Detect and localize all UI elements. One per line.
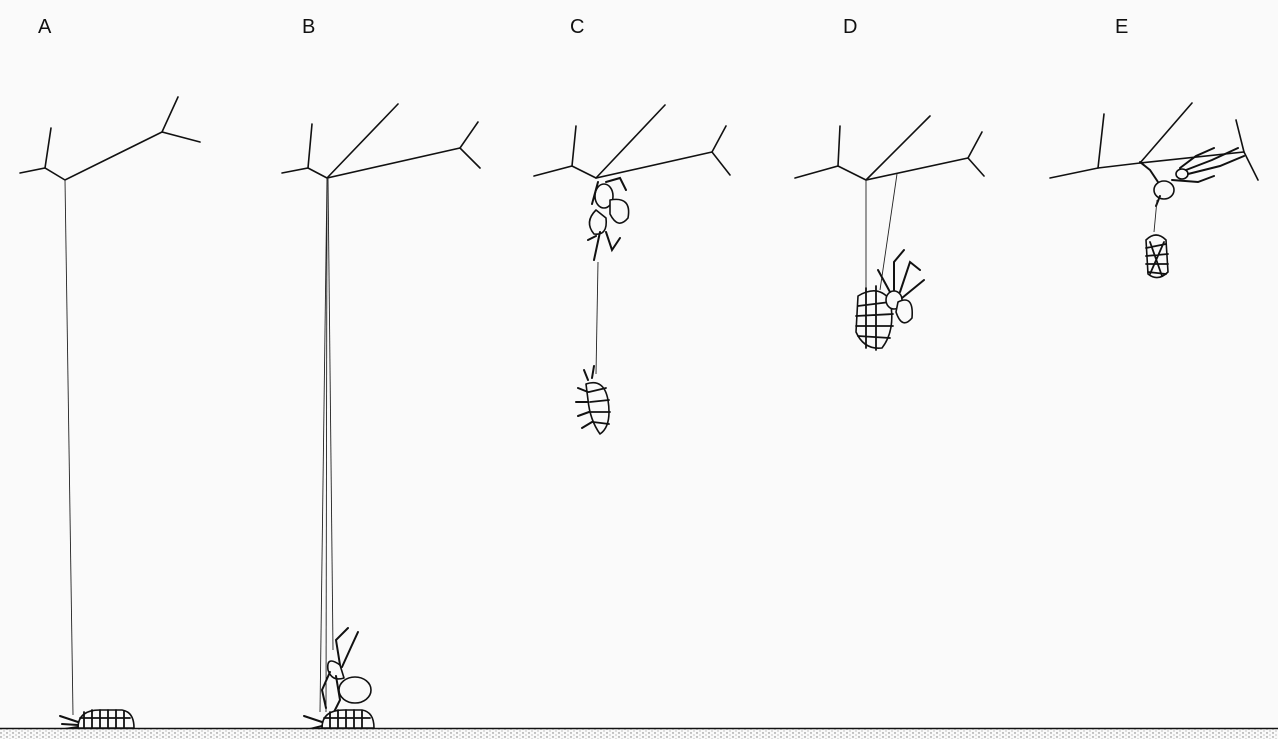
prey-woodlouse-c (576, 366, 610, 434)
web-branch-e (1050, 103, 1258, 180)
panel-label-d: D (843, 16, 857, 38)
silk-thread-a (65, 180, 73, 715)
panel-label-a: A (38, 16, 52, 38)
panel-e (1050, 103, 1258, 278)
prey-wrapped-e (1146, 235, 1168, 278)
ground (0, 728, 1278, 739)
panel-label-e: E (1115, 16, 1128, 38)
web-branch-d (795, 116, 984, 180)
panel-label-b: B (302, 16, 315, 38)
spider-c (588, 178, 629, 260)
spider-b (322, 628, 371, 712)
web-branch-b (282, 104, 480, 178)
panel-a (20, 97, 200, 730)
panel-label-c: C (570, 16, 584, 38)
silk-thread-c (596, 262, 598, 374)
panel-b (282, 104, 480, 730)
panel-c (534, 105, 730, 434)
web-branch-c (534, 105, 730, 178)
prey-woodlouse-b (304, 710, 374, 730)
web-branch-a (20, 97, 200, 180)
prey-woodlouse-a (58, 710, 134, 730)
panel-d (795, 116, 984, 350)
silk-thread-b2 (328, 178, 333, 650)
